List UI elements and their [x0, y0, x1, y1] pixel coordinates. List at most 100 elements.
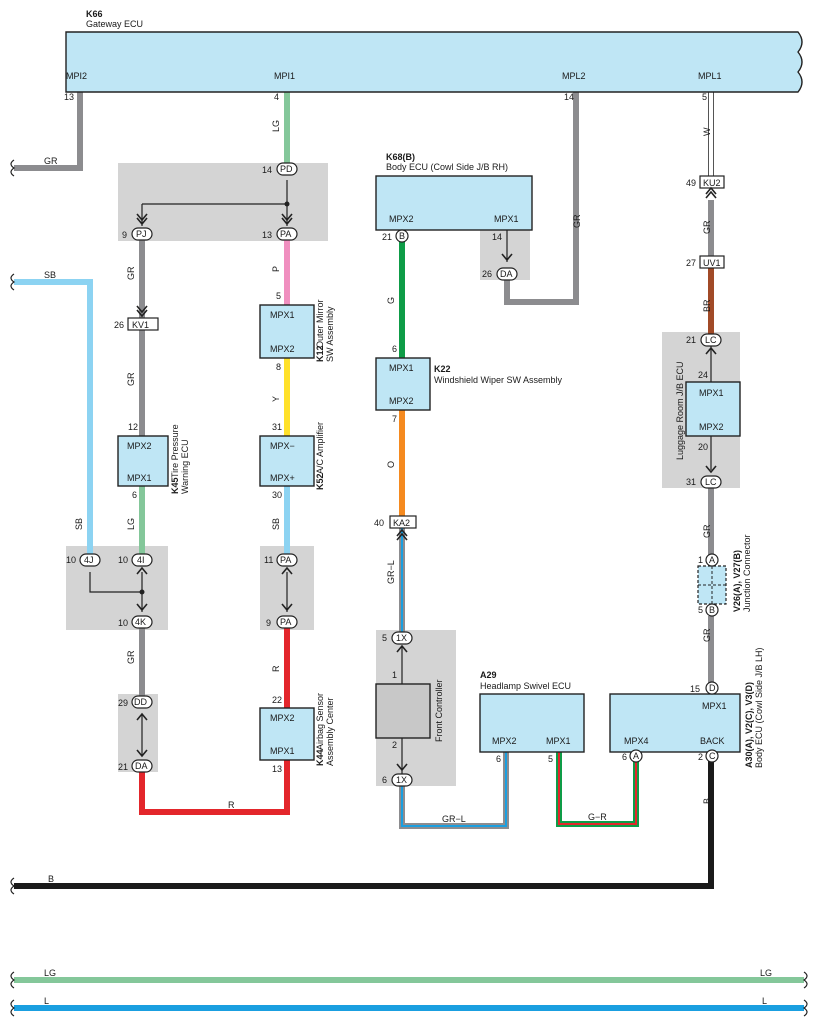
conn-da-k44-label: DA: [135, 761, 148, 771]
pin-1-fc: 1: [392, 670, 397, 680]
arrow-ku2: [705, 186, 717, 199]
wl-lg-mpi1: LG: [271, 120, 281, 132]
conn-c-a30-label: C: [709, 751, 716, 761]
break-left-lg: [10, 971, 16, 989]
k45-pin1: MPX2: [127, 441, 152, 451]
break-left-gr: [10, 159, 16, 177]
k44-box: [259, 707, 315, 761]
conn-pa-mid-label: PA: [280, 555, 291, 565]
pin-2-a30: 2: [698, 752, 703, 762]
pin-26-da: 26: [482, 269, 492, 279]
pin-10-4i: 10: [118, 555, 128, 565]
k52-pin1: MPX−: [270, 441, 295, 451]
conn-lc-bottom-label: LC: [705, 477, 717, 487]
conn-pa-mid: [276, 553, 298, 567]
conn-b-jc: [705, 603, 719, 617]
wl-p: P: [271, 266, 281, 272]
k22-pin2: MPX2: [389, 396, 414, 406]
wl-gr-kv1: GR: [126, 372, 136, 386]
conn-1x-bottom-label: 1X: [396, 775, 407, 785]
conn-dd-label: DD: [134, 697, 147, 707]
conn-1x-top-label: 1X: [396, 633, 407, 643]
wl-r-pa: R: [271, 665, 281, 672]
wl-gr-left: GR: [44, 156, 58, 166]
conn-lc-bottom: [700, 475, 722, 489]
conn-pa-top: [276, 227, 298, 241]
wire-da-k44-r: [139, 760, 290, 815]
lugg-label: Luggage Room J/B ECU: [675, 361, 685, 460]
wl-sb-k52: SB: [271, 518, 281, 530]
arrow-pa: [281, 213, 293, 226]
k12-label: K12 Outer Mirror SW Assembly: [315, 299, 335, 362]
k12-box: [259, 304, 315, 359]
pin-15-a30: 15: [690, 684, 700, 694]
pin-5-k12: 5: [276, 291, 281, 301]
arrow-pa-mid: [281, 566, 293, 612]
wl-g: G: [386, 297, 396, 304]
wl-grl-ka2: GR−L: [386, 560, 396, 584]
gateway-name: Gateway ECU: [86, 19, 143, 29]
k22-pin1: MPX1: [389, 363, 414, 373]
a29-name: Headlamp Swivel ECU: [480, 681, 571, 691]
wl-lg-right: LG: [760, 968, 772, 978]
gateway-pin-mpi1: MPI1: [274, 71, 295, 81]
pin-13-gw: 13: [64, 92, 74, 102]
arrow-dd-da: [136, 712, 148, 758]
conn-4k: [131, 615, 153, 629]
a30-pin3: BACK: [700, 736, 725, 746]
pin-29-dd-text: 29: [118, 698, 128, 708]
wl-lg-k45: LG: [126, 518, 136, 530]
pin-31-lc: 31: [686, 477, 696, 487]
pin-21-b: 21: [382, 232, 392, 242]
pin-10-4k: 10: [118, 618, 128, 628]
wl-gr-jc: GR: [702, 628, 712, 642]
conn-pd-label: PD: [280, 164, 293, 174]
pin-6-1x: 6: [382, 775, 387, 785]
k12-name2: SW Assembly: [325, 306, 335, 362]
conn-b: [395, 229, 409, 243]
k45-box: [117, 435, 169, 487]
pin-21-da: 21: [118, 762, 128, 772]
conn-4j-label: 4J: [84, 555, 94, 565]
arrow-1x: [396, 644, 408, 772]
conn-1x-top: [391, 631, 413, 645]
k12-pin2: MPX2: [270, 344, 295, 354]
k12-pin1: MPX1: [270, 310, 295, 320]
conn-ka2-label: KA2: [393, 518, 410, 528]
conn-a-jc: [705, 553, 719, 567]
conn-4i-label: 4I: [137, 555, 145, 565]
a29-pin2: MPX1: [546, 736, 571, 746]
gateway-pin-mpl1: MPL1: [698, 71, 722, 81]
wl-gr-4k: GR: [126, 650, 136, 664]
wl-w: W: [702, 127, 712, 136]
pin-4-gw: 4: [274, 92, 279, 102]
conn-pd: [276, 162, 298, 176]
a30-name: Body ECU (Cowl Side J/B LH): [754, 647, 764, 768]
k52-box: [259, 435, 315, 487]
conn-ku2-label: KU2: [703, 178, 721, 188]
conn-pa-low: [276, 615, 298, 629]
pin-1-jc: 1: [698, 555, 703, 565]
jc-label: V26(A), V27(B) Junction Connector: [732, 534, 752, 612]
conn-pj: [131, 227, 153, 241]
front-controller-box: [375, 683, 431, 739]
conn-uv1: [699, 255, 725, 269]
conn-kv1-label: KV1: [132, 320, 149, 330]
conn-pa-top-label: PA: [280, 229, 291, 239]
wl-grl-bottom: GR−L: [442, 814, 466, 824]
pin-21-lc: 21: [686, 335, 696, 345]
break-left-b: [10, 877, 16, 895]
conn-kv1: [127, 317, 159, 331]
pin-11-pa: 11: [264, 555, 273, 565]
pin-14-gw: 14: [564, 92, 574, 102]
break-left-l: [10, 999, 16, 1017]
pin-27-uv1: 27: [686, 258, 696, 268]
conn-a-jc-label: A: [709, 555, 715, 565]
wl-b-bottom: B: [48, 874, 54, 884]
pin-6-k45: 6: [132, 490, 137, 500]
conn-1x-bottom: [391, 773, 413, 787]
wire-labels: GR SB B LG LG L L R GR−L G−R LG GR GR LG…: [44, 120, 772, 1006]
k44-label: K44 Airbag Sensor Assembly Center: [315, 693, 335, 766]
conn-da-k68: [496, 267, 518, 281]
gateway-pin-mpl2: MPL2: [562, 71, 586, 81]
